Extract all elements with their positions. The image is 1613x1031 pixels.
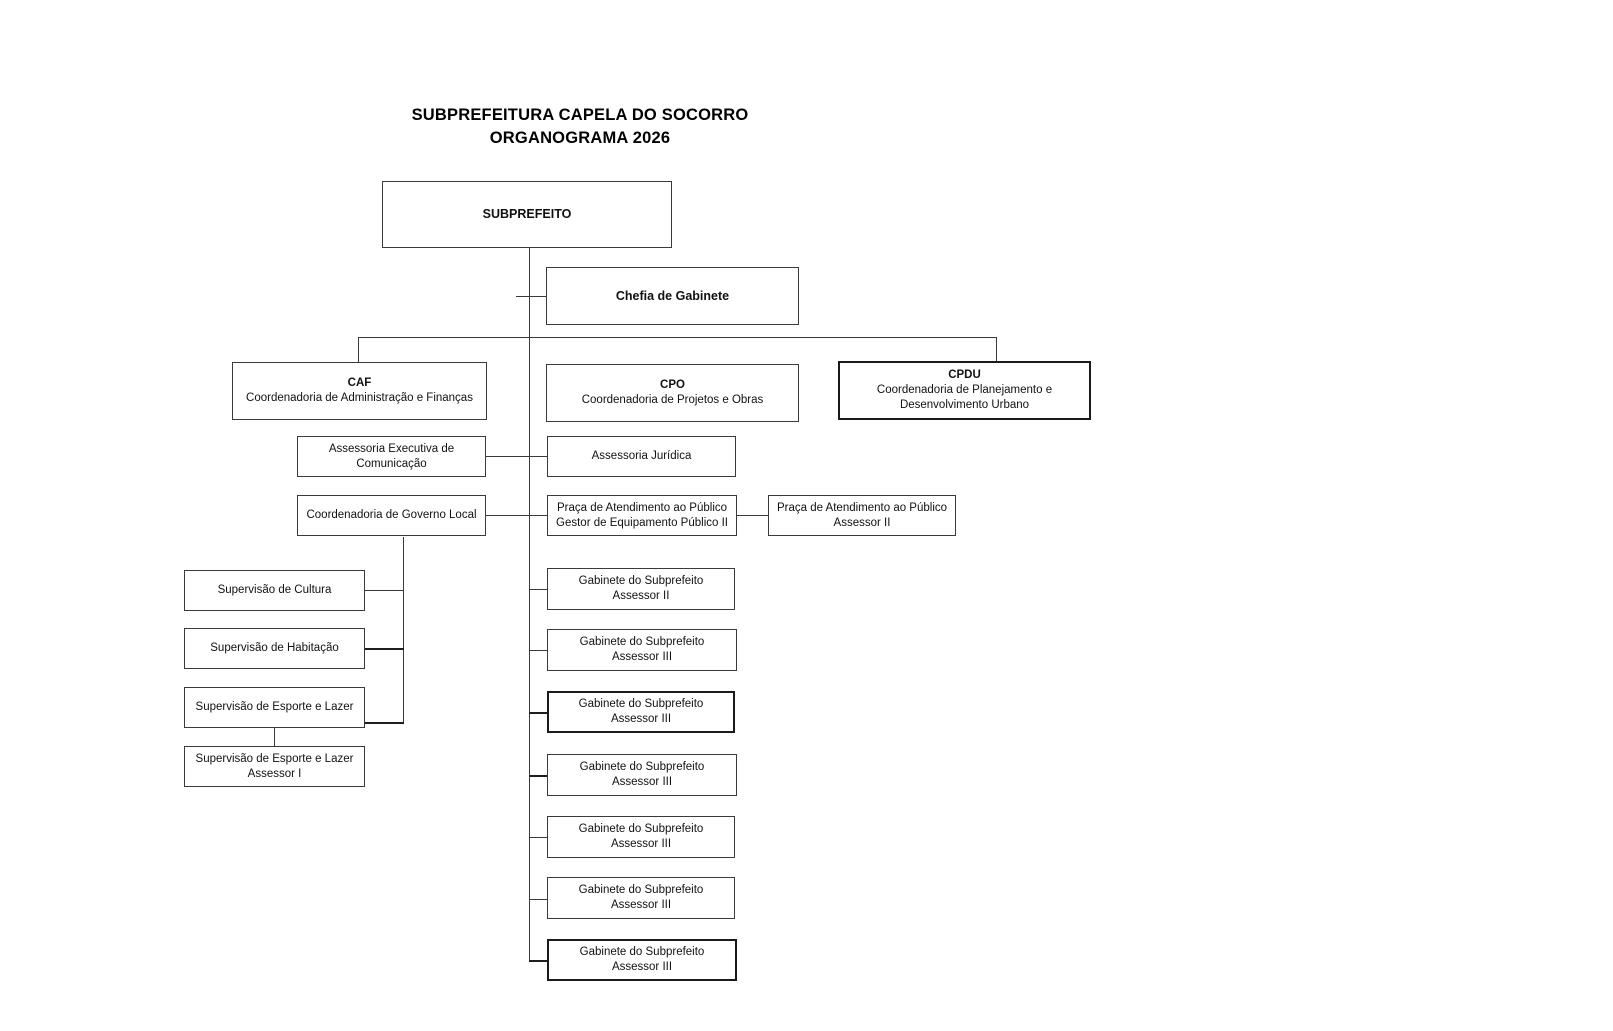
node-supervisao-esporte-lazer-assessor-i[interactable]: Supervisão de Esporte e Lazer Assessor I <box>184 746 365 787</box>
connector-chefia-stub <box>516 296 546 297</box>
node-gab-1-line-1: Gabinete do Subprefeito <box>578 575 704 587</box>
node-gab-2-line-2: Assessor III <box>611 651 673 663</box>
connector-sup-cultura-stub <box>364 590 404 591</box>
node-gab-4-line-1: Gabinete do Subprefeito <box>579 761 705 773</box>
node-subprefeito[interactable]: SUBPREFEITO <box>382 181 672 248</box>
connector-gab-5-stub <box>529 837 547 838</box>
node-supervisao-habitacao-label: Supervisão de Habitação <box>210 642 339 654</box>
node-praca-assessor-ii[interactable]: Praça de Atendimento ao Público Assessor… <box>768 495 956 536</box>
node-gab-7-line-1: Gabinete do Subprefeito <box>579 946 705 958</box>
connector-gab-2-stub <box>529 650 547 651</box>
connector-gab-6-stub <box>529 899 547 900</box>
connector-main-trunk <box>529 248 530 962</box>
node-caf-name: Coordenadoria de Administração e Finança… <box>246 392 473 404</box>
node-chefia-de-gabinete-label: Chefia de Gabinete <box>615 288 730 303</box>
node-gab-7-line-2: Assessor III <box>611 961 673 973</box>
node-gab-6-line-1: Gabinete do Subprefeito <box>578 884 704 896</box>
node-cpo-name: Coordenadoria de Projetos e Obras <box>581 394 764 406</box>
connector-supervisoes-spine <box>403 537 404 723</box>
connector-gab-1-stub <box>529 589 547 590</box>
node-gab-5-line-1: Gabinete do Subprefeito <box>578 823 704 835</box>
title-line-2: ORGANOGRAMA 2026 <box>489 129 671 147</box>
connector-assessoria-comunicacao-stub <box>486 456 530 457</box>
node-gab-5-line-2: Assessor III <box>610 838 672 850</box>
node-gabinete-subprefeito-6[interactable]: Gabinete do Subprefeito Assessor III <box>547 877 735 919</box>
node-supervisao-esporte-label: Supervisão de Esporte e Lazer <box>195 701 354 713</box>
node-supervisao-habitacao[interactable]: Supervisão de Habitação <box>184 628 365 669</box>
node-assessoria-executiva-comunicacao[interactable]: Assessoria Executiva de Comunicação <box>297 436 486 477</box>
node-supervisao-esporte-assessor-line-1: Supervisão de Esporte e Lazer <box>195 752 354 765</box>
connector-praca-assessor-stub <box>737 515 768 516</box>
node-supervisao-esporte-assessor-line-2: Assessor I <box>247 767 302 780</box>
node-gab-1-line-2: Assessor II <box>612 590 670 602</box>
node-governo-local-label: Coordenadoria de Governo Local <box>306 509 477 521</box>
connector-coordenadorias-bus <box>358 337 997 338</box>
connector-gab-3-stub <box>529 712 547 714</box>
node-assessoria-comunicacao-line-2: Comunicação <box>356 457 427 470</box>
node-supervisao-cultura-label: Supervisão de Cultura <box>217 584 332 596</box>
node-cpo-acronym: CPO <box>660 379 685 391</box>
node-gabinete-subprefeito-7[interactable]: Gabinete do Subprefeito Assessor III <box>547 939 737 981</box>
connector-gab-7-stub <box>529 960 547 962</box>
node-gabinete-subprefeito-5[interactable]: Gabinete do Subprefeito Assessor III <box>547 816 735 858</box>
connector-sup-habitacao-stub <box>364 648 404 650</box>
node-assessoria-juridica-label: Assessoria Jurídica <box>591 450 692 462</box>
connector-sup-esporte-assessor-drop <box>274 728 275 746</box>
node-cpdu[interactable]: CPDU Coordenadoria de Planejamento e Des… <box>838 361 1091 420</box>
connector-sup-esporte-stub <box>364 722 404 724</box>
connector-cpdu-drop <box>996 337 997 361</box>
node-gab-4-line-2: Assessor III <box>611 776 673 788</box>
node-gab-3-line-2: Assessor III <box>610 713 672 725</box>
node-gabinete-subprefeito-4[interactable]: Gabinete do Subprefeito Assessor III <box>547 754 737 796</box>
node-subprefeito-label: SUBPREFEITO <box>482 207 572 221</box>
node-praca-gestor-line-2: Gestor de Equipamento Público II <box>556 516 728 529</box>
node-praca-gestor-equipamento[interactable]: Praça de Atendimento ao Público Gestor d… <box>547 495 737 536</box>
node-praca-gestor-line-1: Praça de Atendimento ao Público <box>556 501 728 514</box>
node-cpdu-acronym: CPDU <box>948 369 981 381</box>
node-praca-assessor-line-1: Praça de Atendimento ao Público <box>776 501 948 514</box>
node-gab-6-line-2: Assessor III <box>610 899 672 911</box>
chart-title: SUBPREFEITURA CAPELA DO SOCORRO ORGANOGR… <box>300 104 860 150</box>
node-assessoria-juridica[interactable]: Assessoria Jurídica <box>547 436 736 477</box>
node-cpdu-name-line-2: Desenvolvimento Urbano <box>899 399 1030 411</box>
node-assessoria-comunicacao-line-1: Assessoria Executiva de <box>328 442 455 455</box>
node-caf-acronym: CAF <box>347 377 372 389</box>
connector-caf-drop <box>358 337 359 362</box>
node-praca-assessor-line-2: Assessor II <box>833 516 891 529</box>
node-supervisao-esporte-lazer[interactable]: Supervisão de Esporte e Lazer <box>184 687 365 728</box>
node-supervisao-cultura[interactable]: Supervisão de Cultura <box>184 570 365 611</box>
node-gabinete-subprefeito-3[interactable]: Gabinete do Subprefeito Assessor III <box>547 691 735 733</box>
node-gabinete-subprefeito-2[interactable]: Gabinete do Subprefeito Assessor III <box>547 629 737 671</box>
node-chefia-de-gabinete[interactable]: Chefia de Gabinete <box>546 267 799 325</box>
node-gabinete-subprefeito-1[interactable]: Gabinete do Subprefeito Assessor II <box>547 568 735 610</box>
connector-assessoria-juridica-stub <box>529 456 547 457</box>
node-gab-3-line-1: Gabinete do Subprefeito <box>578 698 704 710</box>
connector-praca-gestor-stub <box>529 515 547 516</box>
node-caf[interactable]: CAF Coordenadoria de Administração e Fin… <box>232 362 487 420</box>
connector-governo-local-stub <box>486 515 530 516</box>
node-cpdu-name-line-1: Coordenadoria de Planejamento e <box>876 384 1053 396</box>
connector-gab-4-stub <box>529 775 547 777</box>
node-cpo[interactable]: CPO Coordenadoria de Projetos e Obras <box>546 364 799 422</box>
node-gab-2-line-1: Gabinete do Subprefeito <box>579 636 705 648</box>
node-coordenadoria-governo-local[interactable]: Coordenadoria de Governo Local <box>297 495 486 536</box>
title-line-1: SUBPREFEITURA CAPELA DO SOCORRO <box>411 106 749 124</box>
